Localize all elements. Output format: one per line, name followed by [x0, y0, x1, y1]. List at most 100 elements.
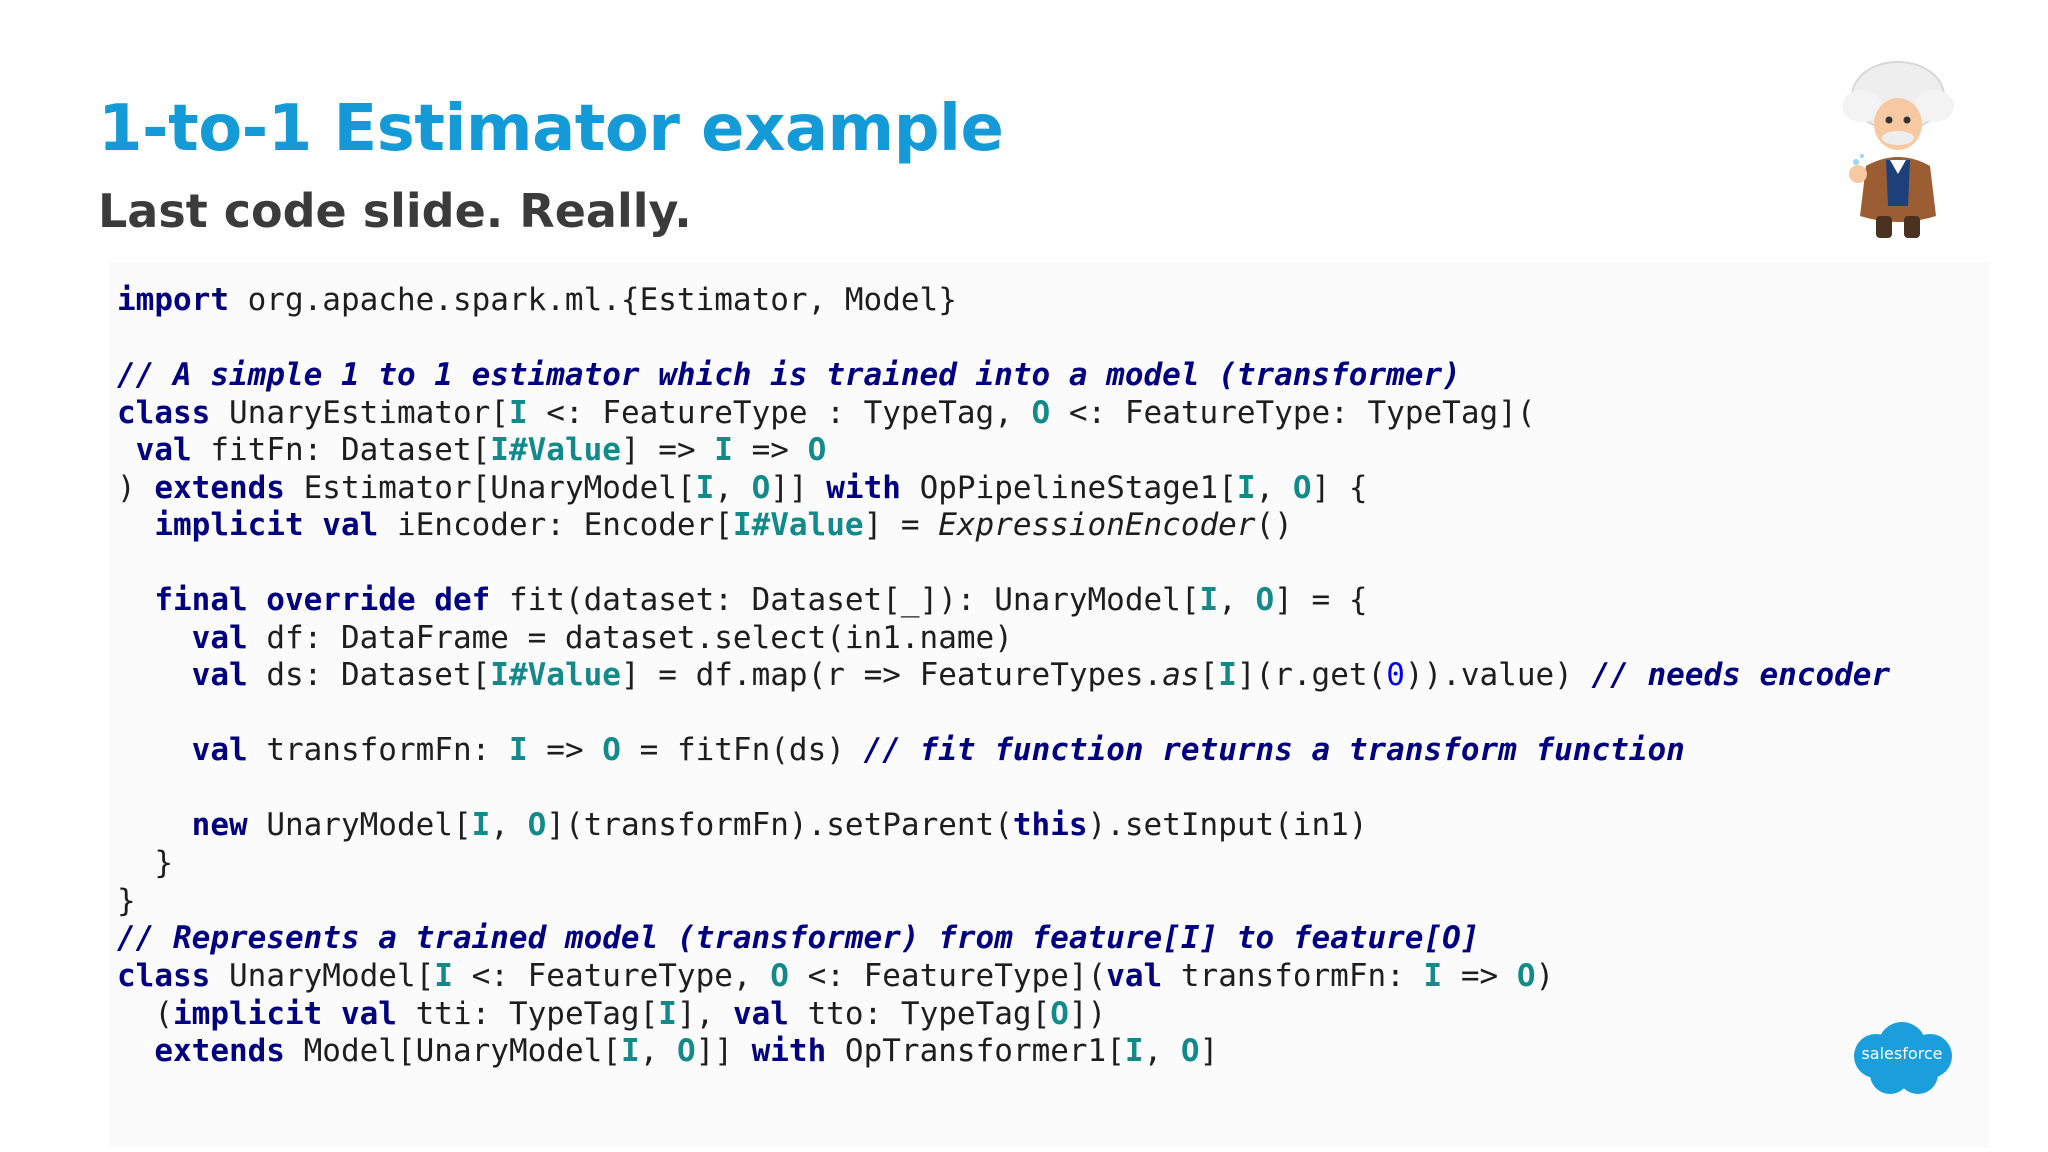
code-token: }: [117, 845, 173, 881]
code-token: I#Value: [490, 432, 621, 468]
code-token: with: [826, 470, 901, 506]
code-token: val: [1106, 958, 1163, 994]
code-token: <: FeatureType,: [452, 958, 771, 994]
code-token: ],: [676, 996, 733, 1032]
slide-title: 1-to-1 Estimator example: [98, 92, 1004, 166]
code-line: new UnaryModel[I, O](transformFn).setPar…: [117, 806, 1368, 844]
code-token: ] = {: [1274, 582, 1368, 618]
code-token: // Represents a trained model (transform…: [117, 920, 1480, 956]
code-token: )).value): [1404, 657, 1592, 693]
code-line: implicit val iEncoder: Encoder[I#Value] …: [117, 506, 1293, 544]
code-token: (: [117, 996, 173, 1032]
code-token: O: [602, 732, 621, 768]
code-token: org.apache.spark.ml.{Estimator, Model}: [228, 282, 957, 318]
code-token: OpPipelineStage1[: [900, 470, 1237, 506]
code-token: I: [1236, 470, 1256, 506]
code-token: I: [508, 395, 528, 431]
code-token: I: [695, 470, 715, 506]
code-line: }: [117, 844, 173, 882]
code-token: ] =: [863, 507, 939, 543]
code-token: UnaryEstimator[: [210, 395, 509, 431]
code-token: O: [1516, 958, 1536, 994]
code-token: val: [135, 432, 192, 468]
code-token: ,: [1143, 1033, 1181, 1069]
code-token: val: [732, 996, 789, 1032]
code-token: I: [658, 996, 677, 1032]
code-token: // A simple 1 to 1 estimator which is tr…: [117, 357, 1461, 393]
code-line: class UnaryModel[I <: FeatureType, O <: …: [117, 957, 1554, 995]
code-token: // needs encoder: [1591, 657, 1891, 693]
code-token: I: [471, 807, 491, 843]
code-token: O: [1180, 1033, 1200, 1069]
code-line: (implicit val tti: TypeTag[I], val tto: …: [117, 995, 1106, 1033]
code-token: O: [676, 1033, 696, 1069]
code-token: I#Value: [732, 507, 864, 543]
code-token: }: [117, 883, 136, 919]
code-token: [117, 732, 192, 768]
code-token: O: [770, 958, 789, 994]
code-token: ] =>: [620, 432, 715, 468]
code-token: extends: [154, 1033, 285, 1069]
code-token: ]]: [695, 1033, 752, 1069]
code-token: ).setInput(in1): [1087, 807, 1368, 843]
code-token: ,: [714, 470, 752, 506]
code-token: final override def: [154, 582, 491, 618]
code-token: I: [1218, 657, 1237, 693]
code-token: Model[UnaryModel[: [284, 1033, 621, 1069]
code-token: O: [1031, 395, 1051, 431]
code-token: ] = df.map(r => FeatureTypes.: [620, 657, 1163, 693]
code-token: class: [117, 958, 211, 994]
code-token: fit(dataset: Dataset[_]): UnaryModel[: [490, 582, 1200, 618]
code-token: ]]: [770, 470, 827, 506]
code-token: this: [1012, 807, 1088, 843]
code-token: UnaryModel[: [247, 807, 472, 843]
code-token: transformFn:: [247, 732, 509, 768]
code-token: ): [1535, 958, 1555, 994]
code-token: [117, 657, 192, 693]
code-token: 0: [1386, 657, 1405, 693]
einstein-mascot-icon: [1842, 61, 1954, 238]
code-token: [117, 432, 136, 468]
code-line: final override def fit(dataset: Dataset[…: [117, 581, 1368, 619]
code-token: [117, 1033, 154, 1069]
code-token: df: DataFrame = dataset.select(in1.name): [247, 620, 1013, 656]
code-line: import org.apache.spark.ml.{Estimator, M…: [117, 281, 957, 319]
code-token: ,: [1255, 470, 1293, 506]
code-token: O: [1292, 470, 1312, 506]
code-token: ,: [639, 1033, 677, 1069]
code-token: I: [620, 1033, 640, 1069]
code-token: O: [751, 470, 771, 506]
code-token: I: [508, 732, 528, 768]
code-token: (): [1255, 507, 1293, 543]
code-token: with: [751, 1033, 827, 1069]
code-token: I#Value: [490, 657, 621, 693]
code-token: val: [191, 620, 248, 656]
code-token: Estimator[UnaryModel[: [284, 470, 696, 506]
code-line: ) extends Estimator[UnaryModel[I, O]] wi…: [117, 469, 1368, 507]
code-token: implicit val: [173, 996, 397, 1032]
code-token: =>: [1442, 958, 1517, 994]
code-token: [117, 582, 154, 618]
code-token: ): [117, 470, 155, 506]
code-token: as: [1162, 657, 1200, 693]
code-token: OpTransformer1[: [826, 1033, 1125, 1069]
code-token: [: [1199, 657, 1219, 693]
code-token: [117, 620, 192, 656]
code-token: ExpressionEncoder: [938, 507, 1256, 543]
code-token: implicit val: [154, 507, 379, 543]
code-token: UnaryModel[: [210, 958, 435, 994]
code-token: <: FeatureType: TypeTag](: [1050, 395, 1536, 431]
code-token: extends: [154, 470, 285, 506]
code-line: val fitFn: Dataset[I#Value] => I => O: [117, 431, 827, 469]
code-token: I: [434, 958, 453, 994]
code-token: O: [527, 807, 547, 843]
code-token: transformFn:: [1162, 958, 1424, 994]
code-token: I: [1423, 958, 1443, 994]
code-line: // A simple 1 to 1 estimator which is tr…: [117, 356, 1461, 394]
code-token: ] {: [1311, 470, 1368, 506]
code-token: ]: [1199, 1033, 1219, 1069]
code-token: ,: [1218, 582, 1256, 618]
code-token: <: FeatureType : TypeTag,: [527, 395, 1032, 431]
code-token: ds: Dataset[: [247, 657, 491, 693]
code-token: tto: TypeTag[: [788, 996, 1051, 1032]
